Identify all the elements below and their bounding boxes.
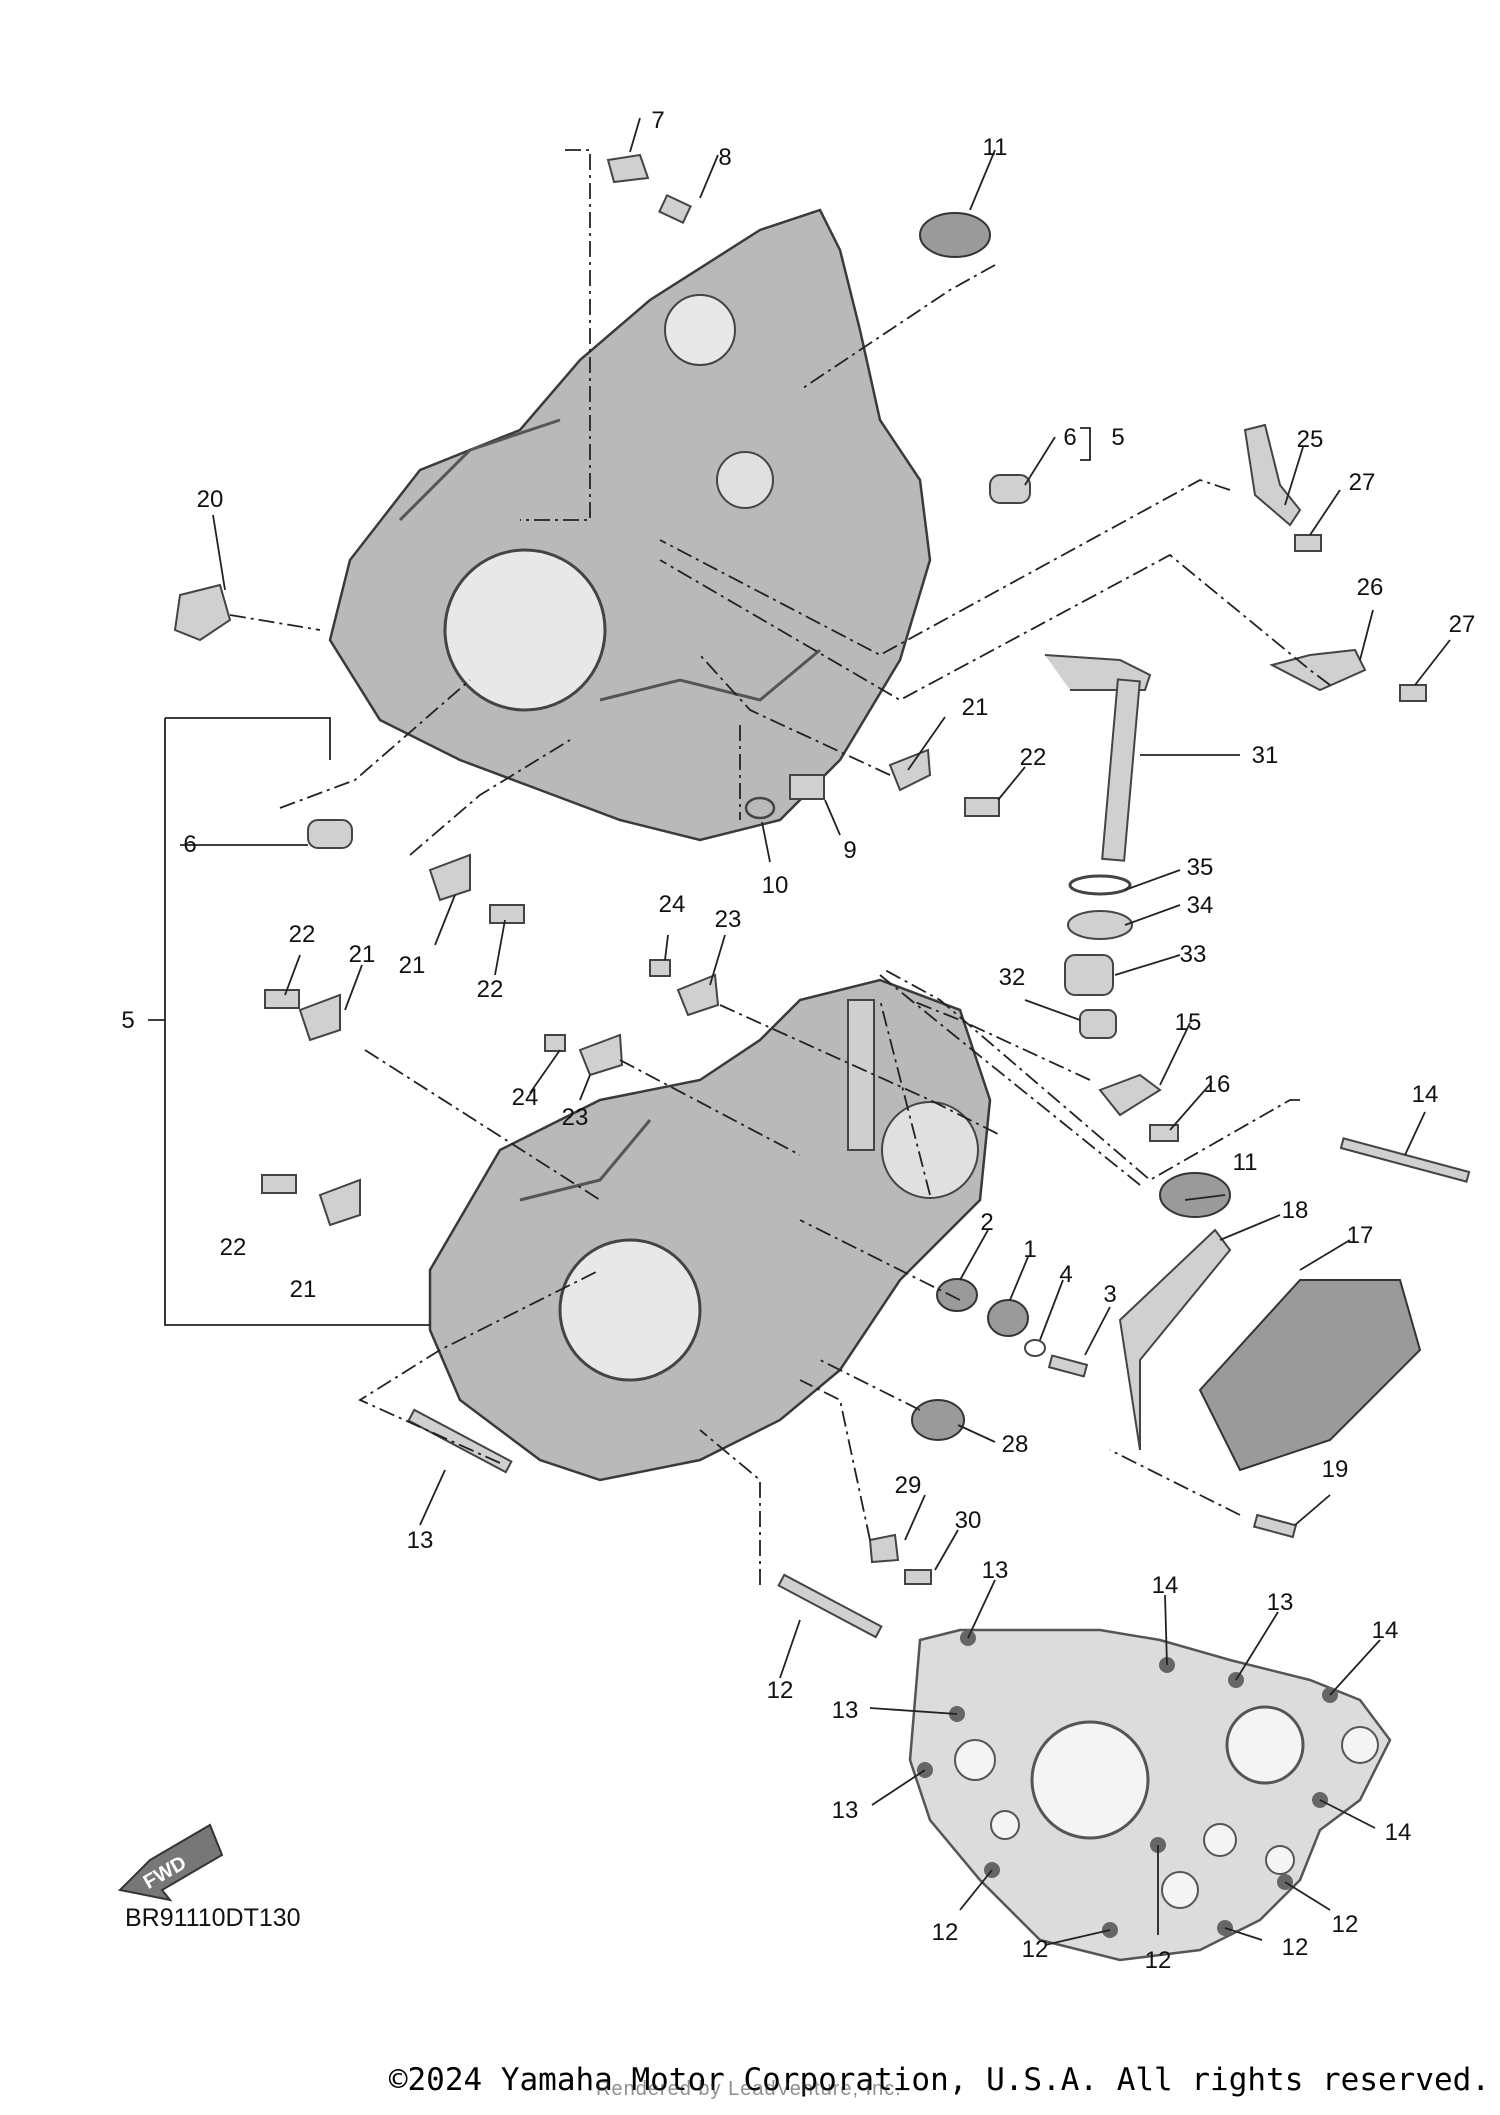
- callout-24: 24: [512, 1084, 539, 1111]
- callout-22: 22: [477, 976, 504, 1003]
- callout-22: 22: [220, 1234, 247, 1261]
- callout-23: 23: [715, 906, 742, 933]
- callout-13: 13: [407, 1527, 434, 1554]
- callout-13: 13: [832, 1697, 859, 1724]
- callout-16: 16: [1204, 1071, 1231, 1098]
- callout-27: 27: [1449, 611, 1476, 638]
- callout-23: 23: [562, 1104, 589, 1131]
- callout-22: 22: [289, 921, 316, 948]
- callout-22: 22: [1020, 744, 1047, 771]
- callout-14: 14: [1385, 1819, 1412, 1846]
- callout-12: 12: [1282, 1934, 1309, 1961]
- crankcase-left-half: [328, 208, 932, 842]
- callout-1: 1: [1023, 1236, 1036, 1263]
- callout-32: 32: [999, 964, 1026, 991]
- callout-21: 21: [349, 941, 376, 968]
- callout-14: 14: [1412, 1081, 1439, 1108]
- callout-2: 2: [980, 1209, 993, 1236]
- callout-21: 21: [399, 952, 426, 979]
- callout-33: 33: [1180, 941, 1207, 968]
- callout-8: 8: [718, 144, 731, 171]
- callout-9: 9: [843, 837, 856, 864]
- callout-12: 12: [1145, 1947, 1172, 1974]
- callout-6: 6: [1063, 424, 1076, 451]
- callout-12: 12: [767, 1677, 794, 1704]
- callout-12: 12: [932, 1919, 959, 1946]
- callout-13: 13: [982, 1557, 1009, 1584]
- callout-21: 21: [290, 1276, 317, 1303]
- callout-13: 13: [1267, 1589, 1294, 1616]
- callout-24: 24: [659, 891, 686, 918]
- callout-numbers: 7 8 11 6 5 25 27 20 26 27 21 31 22 6 9 1…: [121, 107, 1475, 1974]
- callout-27: 27: [1349, 469, 1376, 496]
- rendered-by-watermark: Rendered by LeadVenture, Inc.: [596, 2078, 902, 2100]
- callout-5: 5: [1111, 424, 1124, 451]
- small-parts: FWD: [117, 153, 1471, 1902]
- fwd-arrow-icon: [117, 1823, 224, 1902]
- callout-4: 4: [1059, 1261, 1072, 1288]
- callout-13: 13: [832, 1797, 859, 1824]
- callout-19: 19: [1322, 1456, 1349, 1483]
- callout-26: 26: [1357, 574, 1384, 601]
- leader-lines: [148, 117, 1451, 1946]
- crankcase-right-half: [428, 978, 992, 1482]
- copyright-notice: ©2024 Yamaha Motor Corporation, U.S.A. A…: [388, 2062, 1490, 2098]
- callout-30: 30: [955, 1507, 982, 1534]
- callout-10: 10: [762, 872, 789, 899]
- callout-28: 28: [1002, 1431, 1029, 1458]
- callout-3: 3: [1103, 1281, 1116, 1308]
- callout-21: 21: [962, 694, 989, 721]
- callout-14: 14: [1152, 1572, 1179, 1599]
- crankcase-mating-face-view: [908, 1628, 1392, 1962]
- callout-12: 12: [1332, 1911, 1359, 1938]
- callout-11: 11: [983, 134, 1008, 161]
- callout-18: 18: [1282, 1197, 1309, 1224]
- callout-25: 25: [1297, 426, 1324, 453]
- callout-14: 14: [1372, 1617, 1399, 1644]
- callout-29: 29: [895, 1472, 922, 1499]
- callout-6: 6: [183, 831, 196, 858]
- callout-11: 11: [1233, 1149, 1258, 1176]
- callout-17: 17: [1347, 1222, 1374, 1249]
- callout-31: 31: [1252, 742, 1279, 769]
- callout-15: 15: [1175, 1009, 1202, 1036]
- callout-5: 5: [121, 1007, 134, 1034]
- callout-12: 12: [1022, 1936, 1049, 1963]
- callout-20: 20: [197, 486, 224, 513]
- callout-34: 34: [1187, 892, 1214, 919]
- diagram-part-code: BR91110DT130: [125, 1904, 301, 1932]
- callout-35: 35: [1187, 854, 1214, 881]
- callout-7: 7: [651, 107, 664, 134]
